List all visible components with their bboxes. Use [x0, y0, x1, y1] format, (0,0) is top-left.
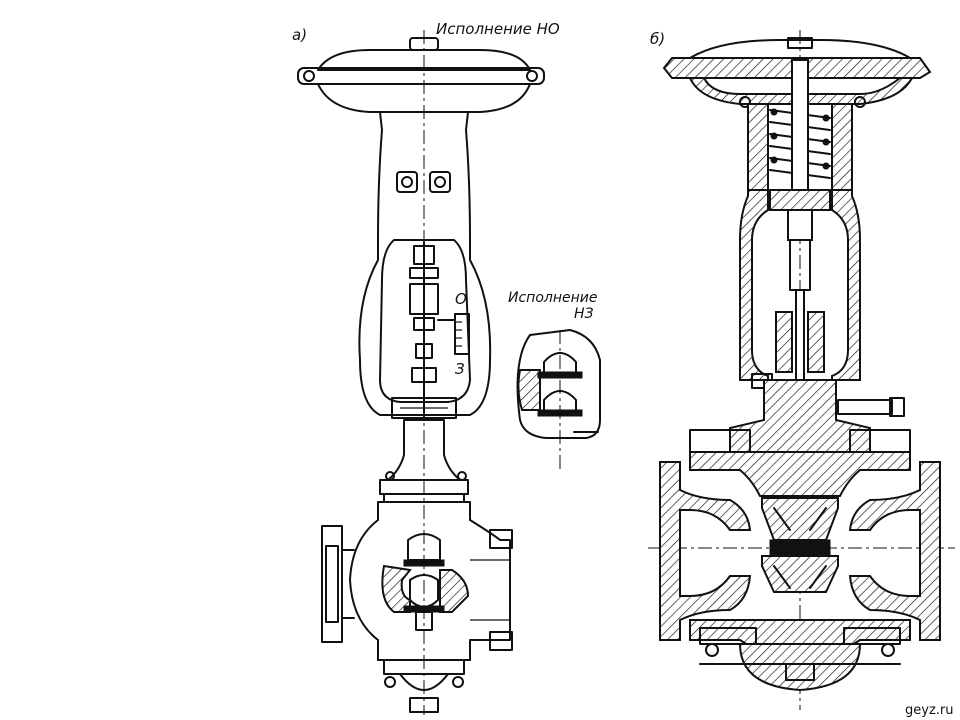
scale-closed-label: З [455, 360, 465, 378]
yoke-wall-left [739, 189, 769, 381]
scale-open-label: О [455, 290, 467, 308]
body-top-section [689, 451, 911, 497]
flange-bolt-left [303, 70, 315, 82]
stroke-scale [454, 313, 470, 355]
panel-b-label: б) [650, 30, 665, 48]
yoke-frame [358, 111, 492, 416]
packing-left [775, 311, 793, 373]
plug-upper [407, 533, 441, 561]
yoke-wall-right [831, 189, 861, 381]
cage-upper [761, 497, 839, 541]
diaphragm-cover-top [317, 49, 531, 71]
valve-plug [409, 574, 439, 608]
inlet-wall-section [659, 461, 752, 641]
version-nz-label-2: НЗ [574, 306, 594, 322]
body-cutaway-right [439, 569, 470, 613]
flange-bolt-right [526, 70, 538, 82]
yoke-window [379, 239, 471, 403]
valve-body [349, 501, 511, 661]
fitting-right [837, 399, 893, 415]
body-cutaway-left [381, 564, 412, 613]
nz-plug-inset [516, 329, 601, 470]
watermark: geyz.ru [905, 703, 953, 718]
spring-housing-left [747, 103, 769, 191]
diaphragm-cover-upper [689, 39, 911, 59]
cage-lower [761, 555, 839, 593]
bottom-flange [383, 659, 465, 675]
seat-lower [769, 547, 831, 557]
inlet-flange [321, 525, 343, 643]
seat-upper [769, 539, 831, 549]
spring-housing-right [831, 103, 853, 191]
yoke-nut [391, 397, 457, 419]
spring-seat [769, 189, 831, 211]
outlet-wall-section [848, 461, 941, 641]
packing-right [807, 311, 825, 373]
version-no-label: Исполнение НО [436, 20, 560, 38]
air-port-2 [429, 171, 451, 193]
valve-section-view [648, 30, 955, 710]
version-nz-label-1: Исполнение [508, 290, 597, 306]
bottom-cover [399, 673, 449, 691]
stem-coupling [409, 283, 439, 315]
valve-exterior-view: О З [297, 30, 545, 715]
diaphragm-flange [297, 67, 545, 85]
air-port-1 [396, 171, 418, 193]
panel-a-label: а) [292, 26, 307, 44]
bottom-cover-section [738, 643, 862, 692]
